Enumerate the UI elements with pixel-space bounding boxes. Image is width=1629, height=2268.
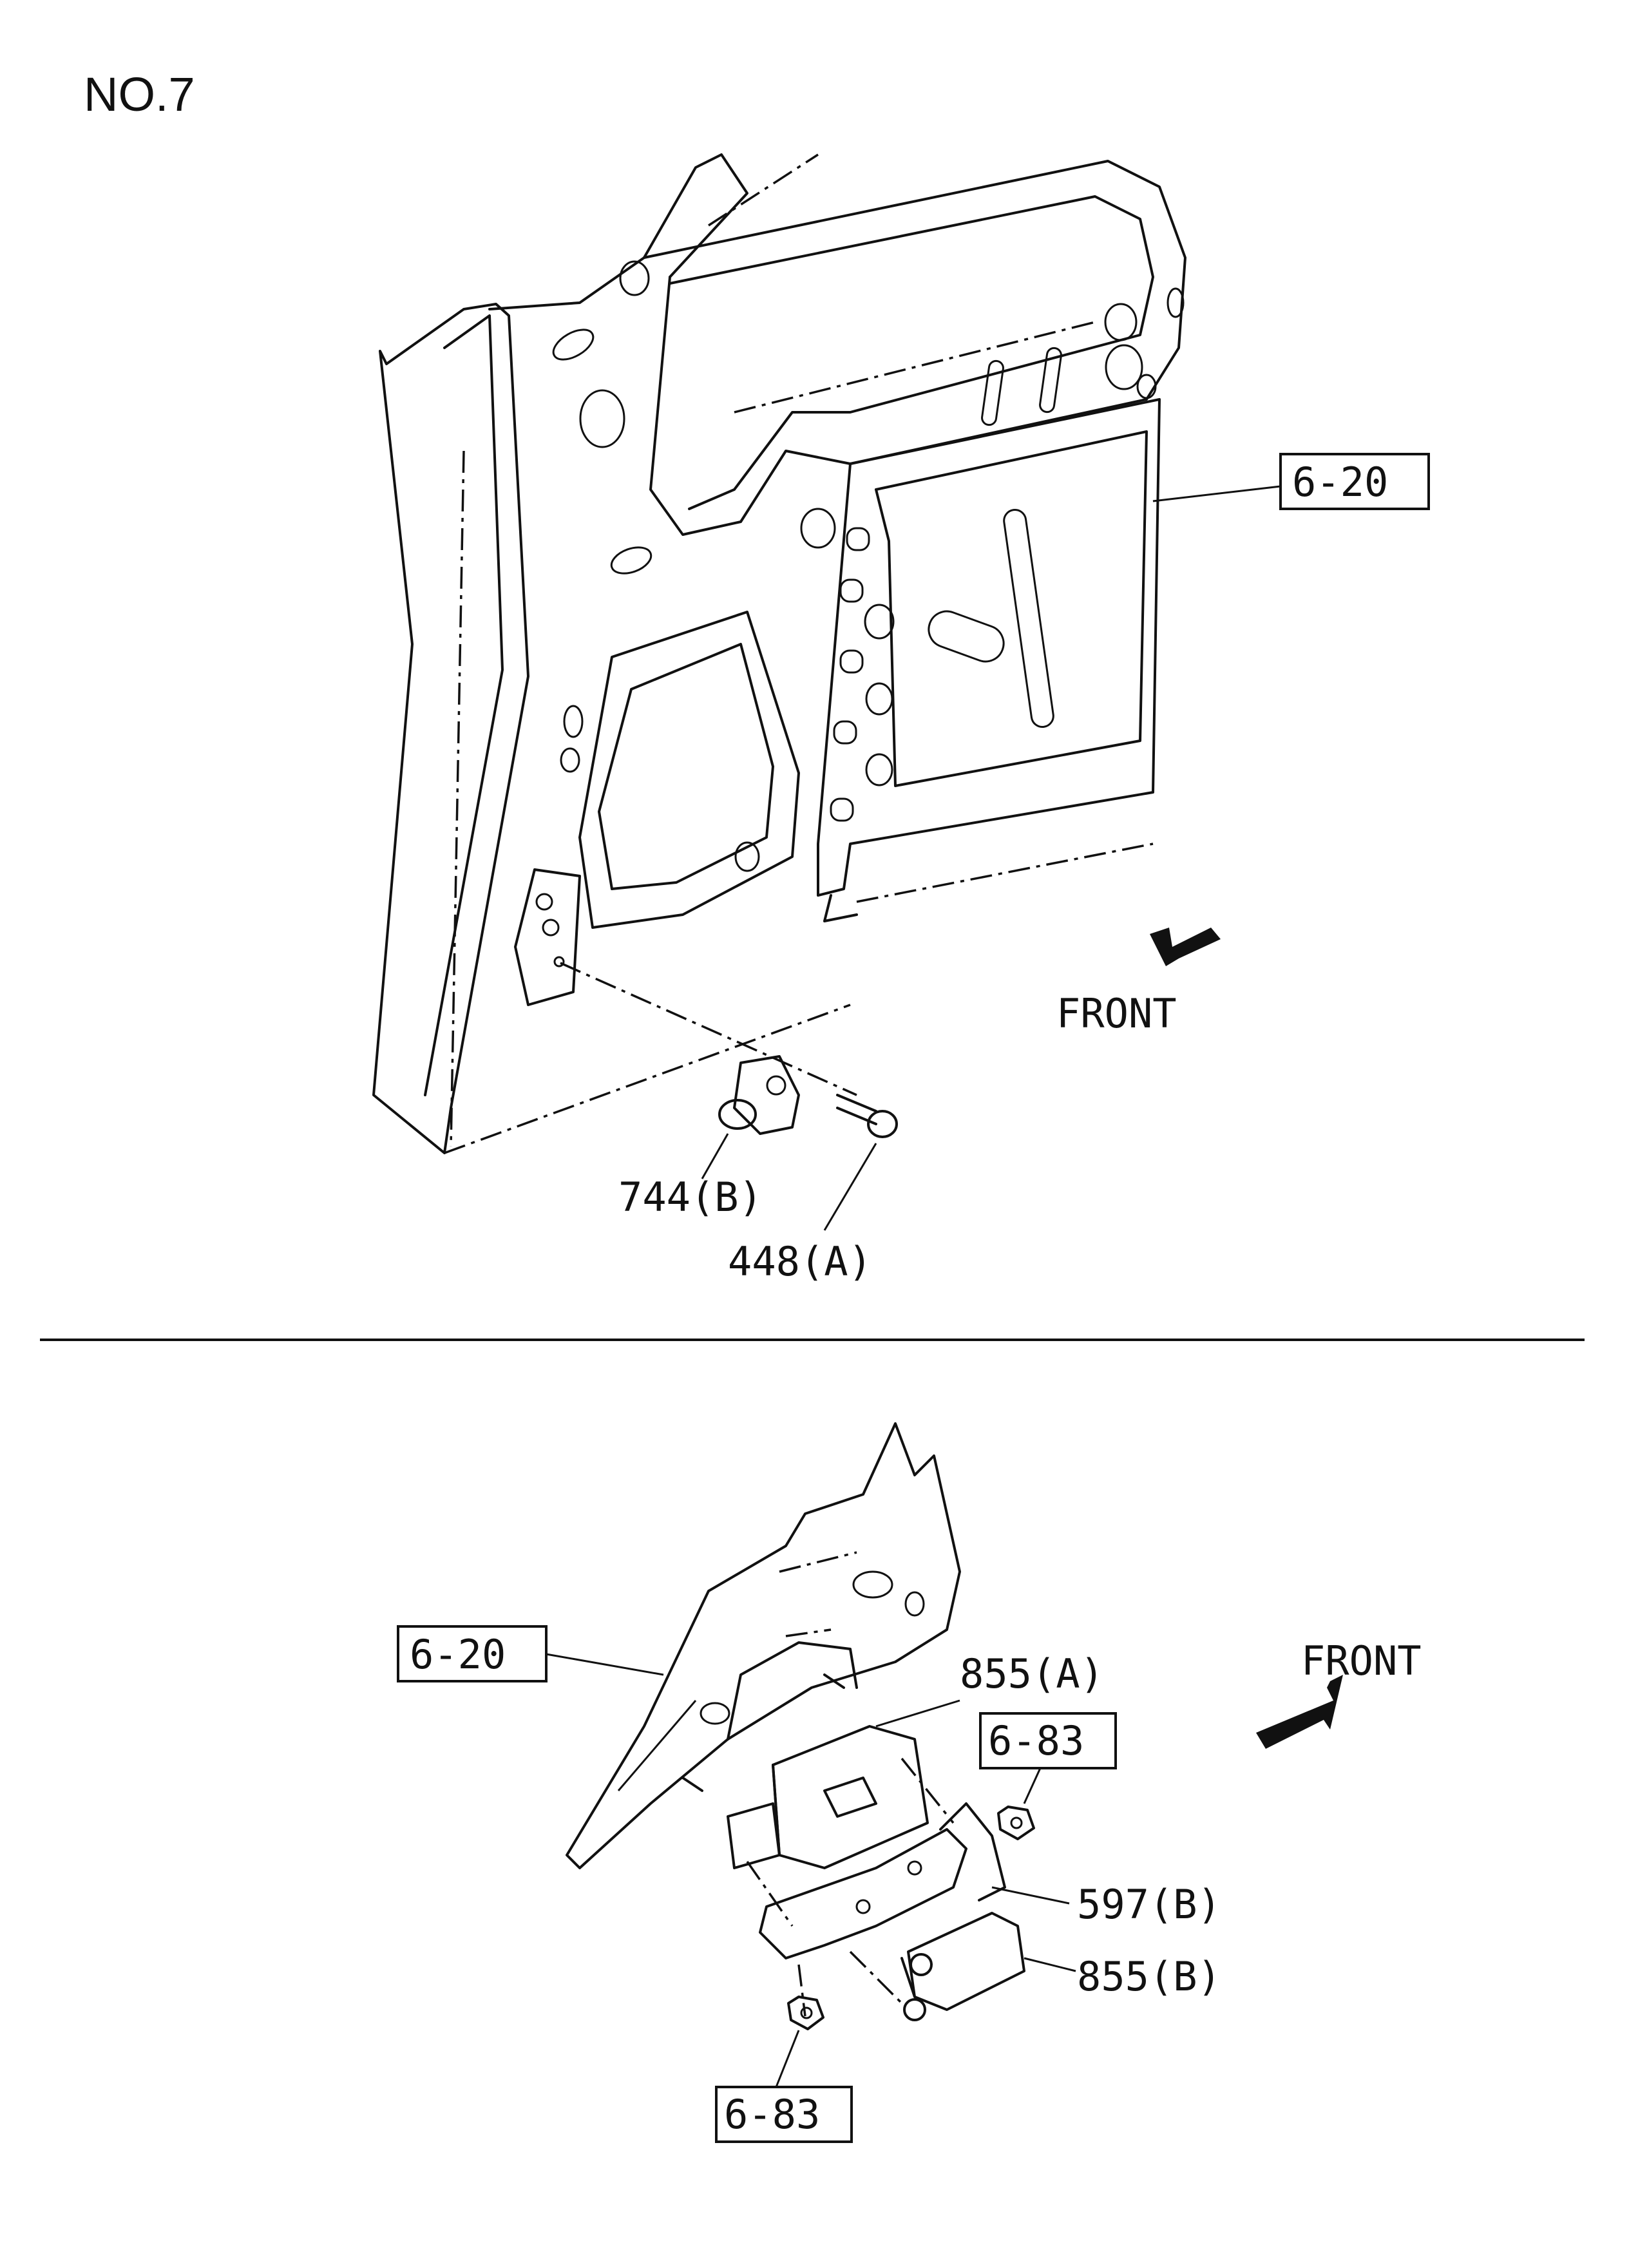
- bracket-597b: [759, 1802, 1006, 1959]
- top-body-panel: [372, 153, 1186, 1154]
- ref-box-6-83-right: 6-83: [979, 1712, 1117, 1804]
- page-title: NO.7: [84, 68, 195, 121]
- part-label-855b: 855(B): [1024, 1953, 1221, 2000]
- bottom-body-panel: [566, 1422, 961, 1869]
- front-arrow-icon: [1150, 928, 1221, 966]
- top-connector-parts: [560, 962, 898, 1231]
- ref-box-6-83-bottom: 6-83: [715, 2030, 853, 2143]
- part-label-855a: 855(A): [875, 1650, 1104, 1728]
- ecu-module-855a: [681, 1673, 955, 1927]
- svg-text:855(B): 855(B): [1077, 1953, 1221, 2000]
- ref-box-6-20-bottom: 6-20: [397, 1625, 664, 1682]
- svg-text:6-83: 6-83: [988, 1717, 1084, 1764]
- front-label-top: FRONT: [1056, 990, 1177, 1037]
- part-label-597b: 597(B): [991, 1881, 1221, 1928]
- ref-box-6-20-top: 6-20: [1152, 453, 1430, 510]
- svg-text:6-20: 6-20: [1292, 459, 1388, 506]
- svg-text:597(B): 597(B): [1077, 1881, 1221, 1928]
- module-855b: [797, 1912, 1025, 2021]
- front-arrow-icon: [1256, 1675, 1343, 1749]
- svg-text:855(A): 855(A): [960, 1650, 1104, 1697]
- part-label-744b: 744(B): [618, 1174, 763, 1221]
- svg-text:6-83: 6-83: [724, 2091, 820, 2138]
- part-label-448a: 448(A): [728, 1238, 872, 1285]
- svg-text:6-20: 6-20: [410, 1631, 506, 1678]
- nut-bottom-icon: [787, 1996, 824, 2030]
- nut-right-icon: [997, 1806, 1035, 1840]
- front-label-bottom: FRONT: [1301, 1637, 1422, 1684]
